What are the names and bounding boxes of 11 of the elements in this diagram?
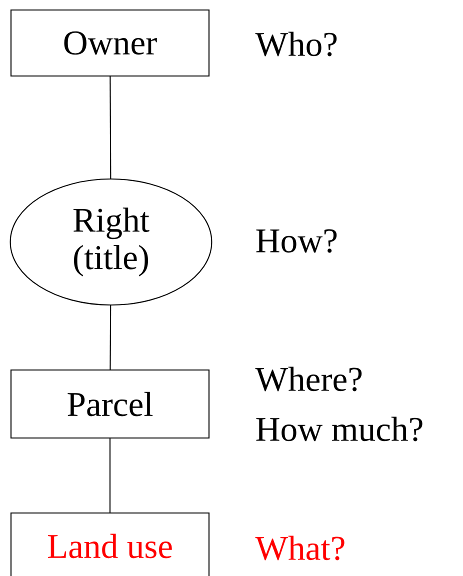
label-box: Parcel — [10, 369, 210, 439]
label-box: Land use — [10, 512, 210, 576]
connector-line — [110, 76, 112, 178]
connector-line — [109, 438, 111, 512]
question-label: Where? — [255, 366, 362, 392]
connector-line — [110, 306, 112, 370]
question-label: How? — [256, 229, 337, 253]
question-label: Who? — [255, 32, 337, 56]
question-label: How much? — [256, 416, 422, 442]
label-box: Owner — [10, 9, 210, 77]
question-label: What? — [255, 536, 344, 560]
